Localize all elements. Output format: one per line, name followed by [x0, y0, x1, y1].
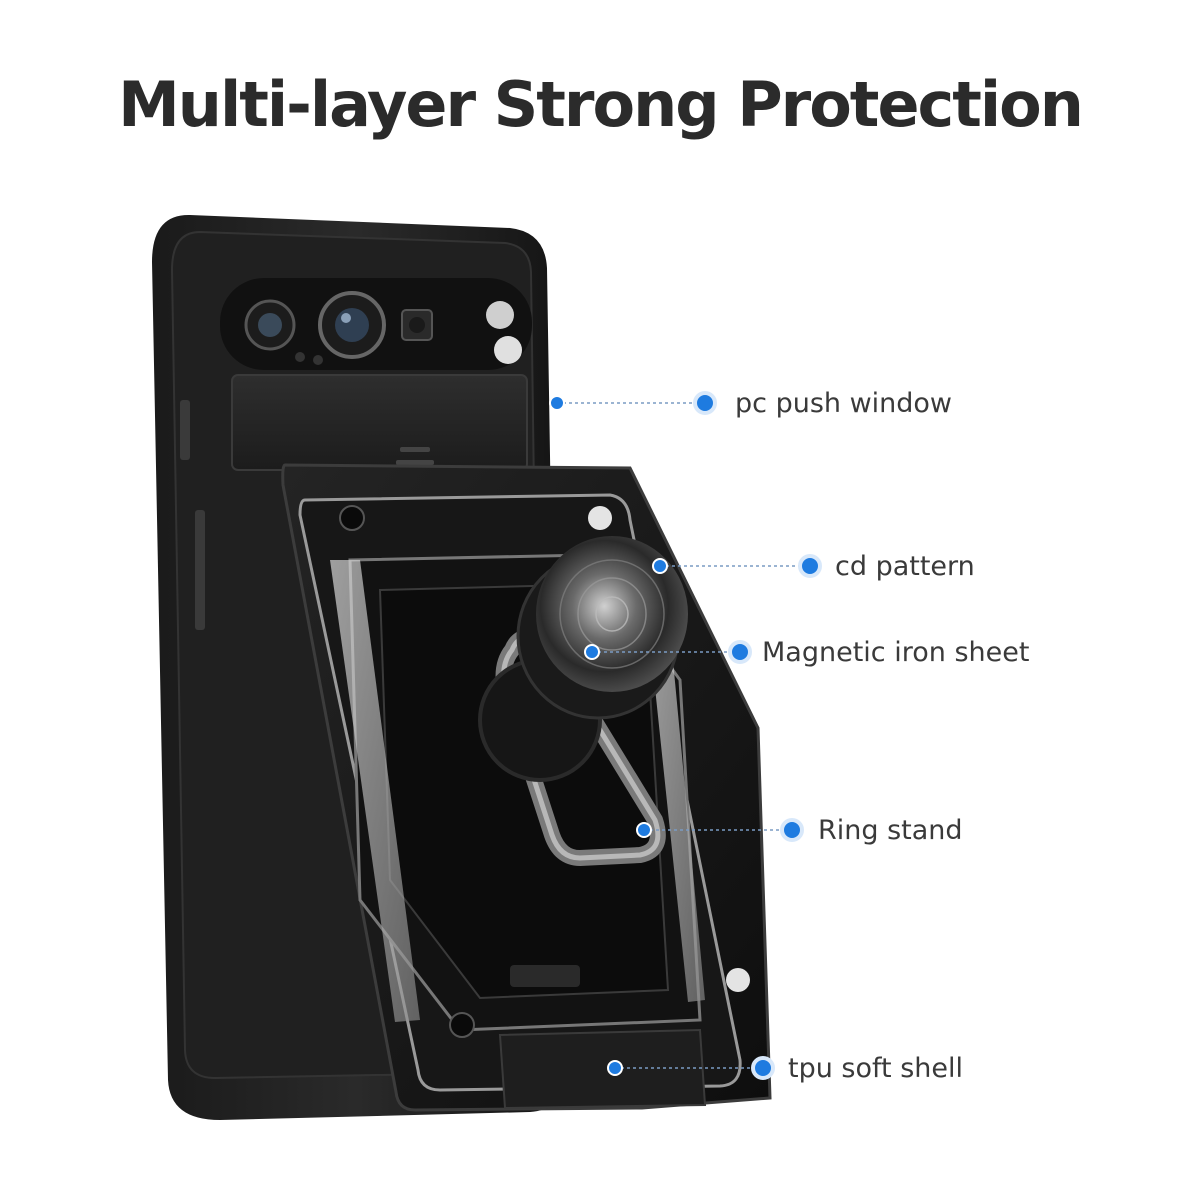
side-button — [195, 510, 205, 630]
cd-pattern-disc — [516, 536, 688, 720]
callout-tpu-soft-shell: tpu soft shell — [788, 1053, 963, 1084]
callout-cd-pattern: cd pattern — [835, 551, 975, 582]
callout-leaders — [549, 391, 822, 1080]
callout-magnetic-iron-sheet: Magnetic iron sheet — [762, 637, 1030, 668]
camera-module — [220, 278, 532, 370]
side-button — [180, 400, 190, 460]
callout-pc-push-window: pc push window — [735, 388, 953, 419]
pc-push-window — [231, 374, 528, 471]
callout-ring-stand: Ring stand — [818, 815, 963, 846]
headline: Multi-layer Strong Protection — [118, 68, 1084, 141]
